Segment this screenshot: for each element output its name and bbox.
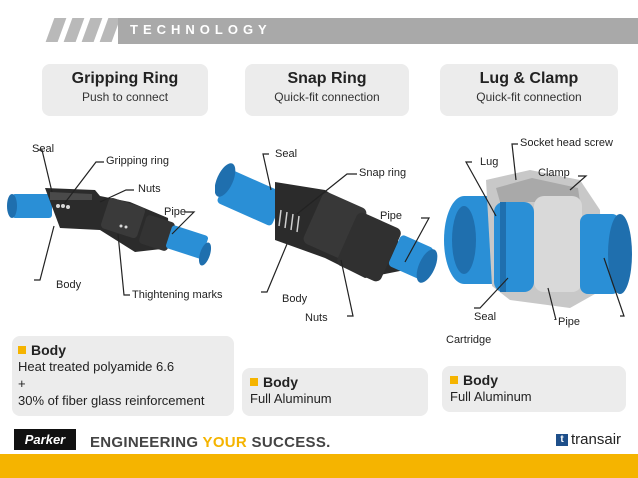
snap-ring-diagram xyxy=(215,153,438,317)
body-info-polyamide: Body Heat treated polyamide 6.6 + 30% of… xyxy=(12,336,234,416)
card-subtitle: Push to connect xyxy=(81,90,169,104)
body-material: Heat treated polyamide 6.6 xyxy=(18,359,175,374)
header-bar xyxy=(118,18,638,44)
gripping-ring-diagram xyxy=(7,149,212,296)
label-body: Body xyxy=(282,293,308,305)
parker-logo: Parker xyxy=(14,429,76,450)
transair-icon: t xyxy=(556,434,568,446)
page-title: TECHNOLOGY xyxy=(130,22,272,37)
body-heading: Body xyxy=(463,372,498,388)
label-gripping-ring: Gripping ring xyxy=(106,155,169,167)
header-stripe xyxy=(63,18,85,42)
label-body: Body xyxy=(56,279,82,291)
lug-clamp-diagram xyxy=(444,143,632,320)
body-heading: Body xyxy=(263,374,298,390)
label-pipe: Pipe xyxy=(558,316,581,328)
body-material: Full Aluminum xyxy=(250,391,332,406)
label-clamp: Clamp xyxy=(538,167,570,179)
card-title: Snap Ring xyxy=(287,70,367,87)
label-lug: Lug xyxy=(480,156,499,168)
body-material: Full Aluminum xyxy=(450,389,532,404)
label-nuts: Nuts xyxy=(305,312,328,324)
body-info-aluminum: Body Full Aluminum xyxy=(442,366,626,412)
body-reinforcement: 30% of fiber glass reinforcement xyxy=(18,393,205,408)
label-seal: Seal xyxy=(32,143,55,155)
label-pipe: Pipe xyxy=(380,210,403,222)
label-thightening-marks: Thightening marks xyxy=(132,289,223,301)
footer-band xyxy=(0,454,638,478)
body-info-aluminum: Body Full Aluminum xyxy=(242,368,428,416)
card-snap-ring: Snap Ring Quick-fit connection xyxy=(245,64,409,116)
bullet-square-icon xyxy=(450,376,458,384)
bullet-square-icon xyxy=(250,378,258,386)
card-subtitle: Quick-fit connection xyxy=(476,90,582,104)
label-socket-head-screw: Socket head screw xyxy=(520,137,613,149)
header-stripe xyxy=(45,18,67,42)
label-pipe: Pipe xyxy=(164,206,187,218)
body-heading: Body xyxy=(31,342,66,358)
header-stripe xyxy=(81,18,103,42)
card-title: Gripping Ring xyxy=(71,70,179,87)
label-snap-ring: Snap ring xyxy=(359,167,407,179)
body-plus: + xyxy=(18,376,26,391)
bullet-square-icon xyxy=(18,346,26,354)
label-seal: Seal xyxy=(275,148,298,160)
card-title: Lug & Clamp xyxy=(479,70,579,87)
label-cartridge: Cartridge xyxy=(446,334,492,346)
label-seal: Seal xyxy=(474,311,497,323)
label-nuts: Nuts xyxy=(138,183,161,195)
tagline: ENGINEERING YOUR SUCCESS. xyxy=(90,434,331,451)
card-gripping-ring: Gripping Ring Push to connect xyxy=(42,64,208,116)
transair-logo: transair xyxy=(571,431,622,448)
card-subtitle: Quick-fit connection xyxy=(274,90,380,104)
card-lug-clamp: Lug & Clamp Quick-fit connection xyxy=(440,64,618,116)
